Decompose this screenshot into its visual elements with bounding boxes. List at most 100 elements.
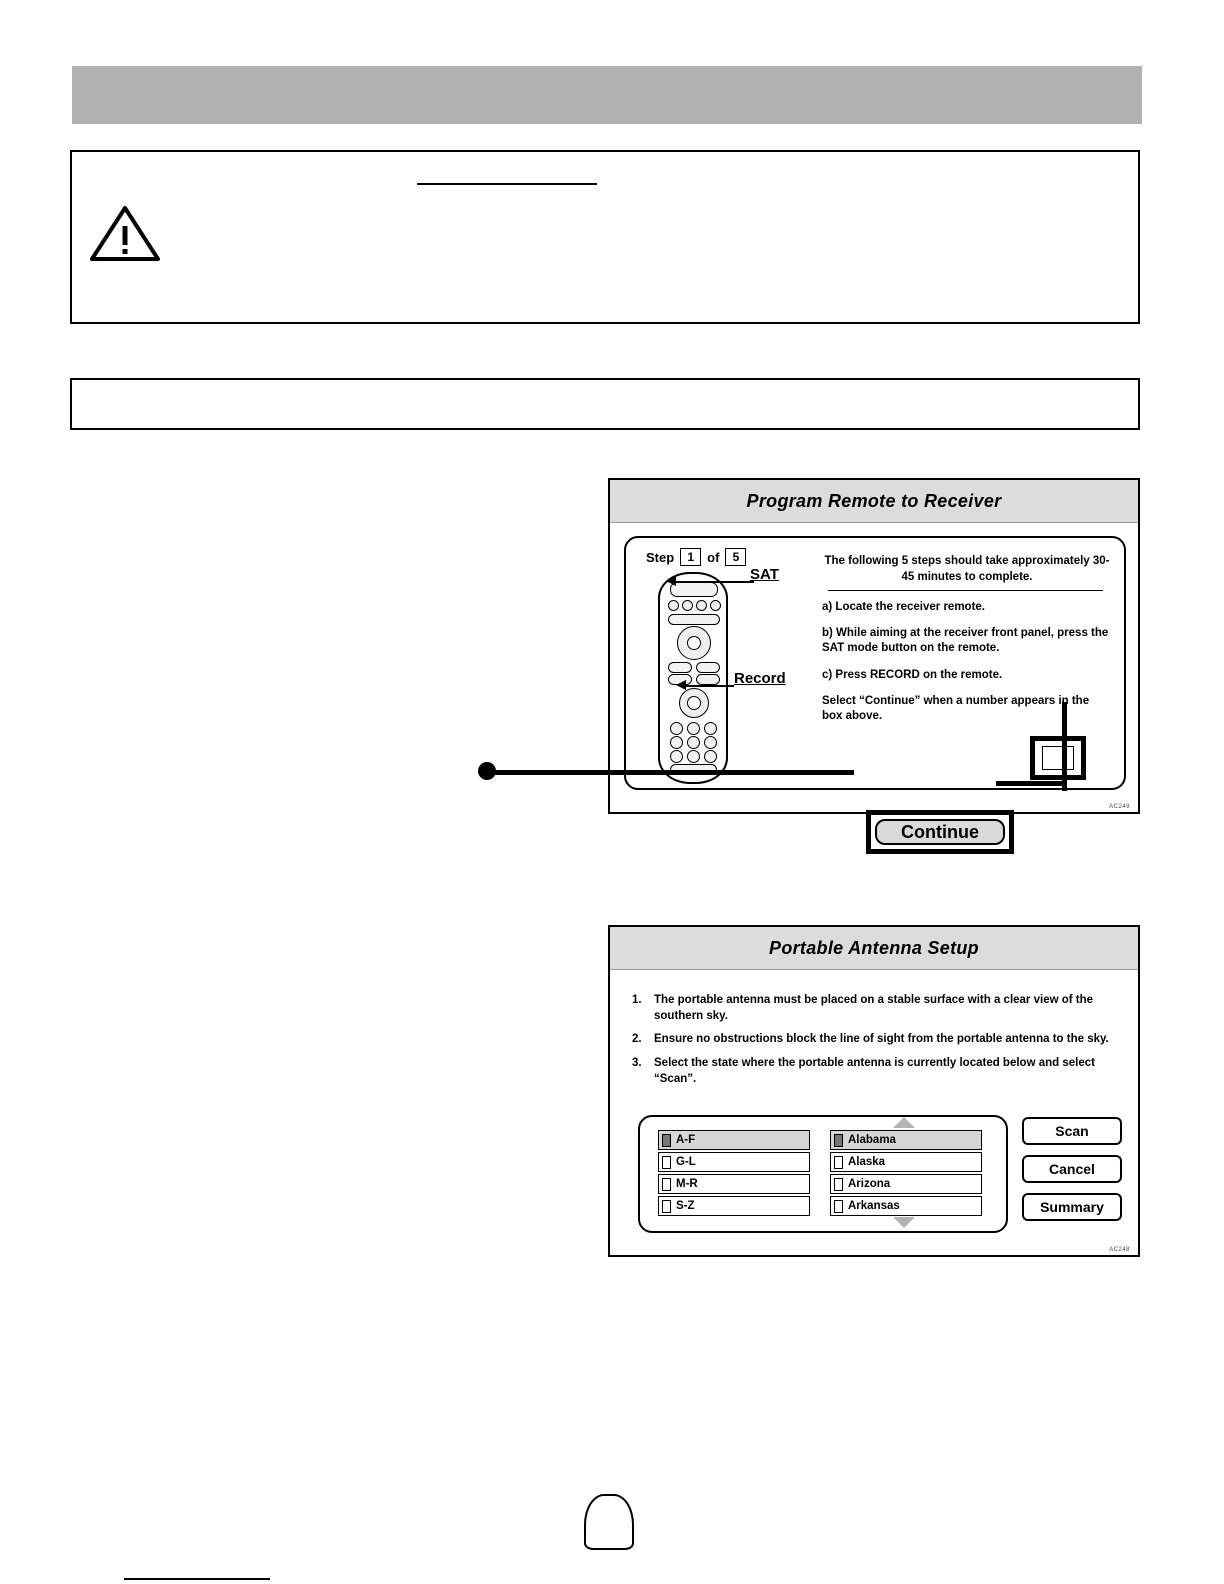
- program-remote-screen-body: Step 1 of 5: [624, 536, 1126, 854]
- triangle-down-icon[interactable]: [893, 1217, 915, 1228]
- list-item[interactable]: S-Z: [658, 1196, 810, 1216]
- summary-button[interactable]: Summary: [1022, 1193, 1122, 1221]
- list-item-label: S-Z: [676, 1200, 695, 1212]
- instruction-step-c: c) Press RECORD on the remote.: [822, 668, 1003, 681]
- step-label: Step: [646, 549, 675, 565]
- instruction-step-select: Select “Continue” when a number appears …: [822, 694, 1090, 722]
- list-item: 3. Select the state where the portable a…: [632, 1056, 1124, 1087]
- remote-keypad-button: [687, 722, 700, 735]
- list-item-number: 2.: [632, 1033, 642, 1046]
- list-item-label: Alabama: [848, 1134, 896, 1146]
- radio-icon: [662, 1133, 671, 1147]
- remote-keypad-button: [704, 736, 717, 749]
- remote-button: [710, 600, 721, 611]
- program-remote-instructions: The following 5 steps should take approx…: [822, 554, 1112, 735]
- list-item-label: Alaska: [848, 1156, 886, 1168]
- record-callout-line: [686, 685, 734, 687]
- list-item-label: A-F: [676, 1134, 696, 1146]
- remote-button: [682, 600, 693, 611]
- radio-icon: [834, 1199, 843, 1213]
- warning-triangle-icon: [90, 206, 160, 261]
- remote-dpad-center: [687, 636, 701, 650]
- list-item: 1. The portable antenna must be placed o…: [632, 993, 1124, 1024]
- state-selector-panel: A-F G-L M-R S-Z Alabama Alask: [638, 1115, 1008, 1233]
- record-callout-label: Record: [734, 670, 786, 687]
- list-item-label: Arizona: [848, 1178, 891, 1190]
- portable-antenna-screen-title: Portable Antenna Setup: [610, 927, 1138, 970]
- page-header-banner: [72, 66, 1142, 124]
- callout-lead-line: [494, 770, 854, 775]
- portable-antenna-screen: Portable Antenna Setup AC248 1. The port…: [608, 925, 1140, 1257]
- remote-control-illustration: [658, 572, 728, 784]
- remote-keypad-button: [670, 750, 683, 763]
- list-item-text: The portable antenna must be placed on a…: [654, 994, 1094, 1022]
- radio-icon: [662, 1199, 671, 1213]
- highlight-connector-vertical: [1062, 702, 1067, 791]
- instructions-divider: [828, 590, 1103, 592]
- program-remote-screen-code: AC249: [1109, 804, 1130, 810]
- list-item[interactable]: Alabama: [830, 1130, 982, 1150]
- list-item[interactable]: G-L: [658, 1152, 810, 1172]
- remote-keypad-button: [670, 736, 683, 749]
- remote-button: [696, 600, 707, 611]
- footer-page-shape: [584, 1494, 634, 1550]
- list-item-label: Arkansas: [848, 1200, 900, 1212]
- list-item-number: 1.: [632, 994, 642, 1006]
- list-item: 2. Ensure no obstructions block the line…: [632, 1032, 1124, 1048]
- triangle-up-icon[interactable]: [893, 1117, 915, 1128]
- radio-icon: [662, 1155, 671, 1169]
- sat-callout-label: SAT: [750, 566, 779, 583]
- continue-button-highlight: Continue: [866, 810, 1014, 854]
- continue-button[interactable]: Continue: [875, 819, 1005, 845]
- list-item[interactable]: Alaska: [830, 1152, 982, 1172]
- step-indicator: Step 1 of 5: [646, 548, 747, 566]
- remote-record-button: [687, 696, 701, 710]
- callout-bullet-dot: [478, 762, 496, 780]
- radio-icon: [662, 1177, 671, 1191]
- portable-antenna-instructions: 1. The portable antenna must be placed o…: [632, 993, 1124, 1095]
- list-item[interactable]: A-F: [658, 1130, 810, 1150]
- letter-range-list[interactable]: A-F G-L M-R S-Z: [658, 1130, 810, 1218]
- remote-code-number-box-highlight: [1030, 736, 1086, 780]
- remote-button: [668, 662, 692, 673]
- sat-callout-arrow: [666, 576, 676, 586]
- footer-rule: [124, 1578, 270, 1580]
- step-total-value: 5: [725, 548, 747, 566]
- list-item[interactable]: Arizona: [830, 1174, 982, 1194]
- list-item-label: M-R: [676, 1178, 698, 1190]
- cancel-button[interactable]: Cancel: [1022, 1155, 1122, 1183]
- remote-button: [668, 614, 720, 625]
- warning-heading-underline: [417, 183, 597, 185]
- step-current-value: 1: [680, 548, 702, 566]
- list-item-number: 3.: [632, 1056, 642, 1069]
- program-remote-screen: Program Remote to Receiver AC249 Step 1 …: [608, 478, 1140, 854]
- list-item-label: G-L: [676, 1156, 696, 1168]
- radio-icon: [834, 1133, 843, 1147]
- radio-icon: [834, 1155, 843, 1169]
- remote-keypad-button: [687, 736, 700, 749]
- state-list[interactable]: Alabama Alaska Arizona Arkansas: [830, 1130, 982, 1218]
- instruction-step-b: b) While aiming at the receiver front pa…: [822, 627, 1109, 655]
- remote-button: [668, 600, 679, 611]
- remote-button: [696, 674, 720, 685]
- note-box: [70, 378, 1140, 430]
- remote-keypad-button: [704, 722, 717, 735]
- record-callout-arrow: [676, 680, 686, 690]
- remote-code-number-box: [1042, 746, 1074, 770]
- warning-box: [70, 150, 1140, 324]
- portable-antenna-actions: Scan Cancel Summary: [1022, 1117, 1122, 1231]
- portable-antenna-screen-code: AC248: [1109, 1247, 1130, 1253]
- scan-button[interactable]: Scan: [1022, 1117, 1122, 1145]
- program-remote-screen-title: Program Remote to Receiver: [610, 480, 1138, 523]
- list-item-text: Select the state where the portable ante…: [654, 1056, 1095, 1085]
- instructions-intro: The following 5 steps should take approx…: [824, 555, 1110, 583]
- list-item-text: Ensure no obstructions block the line of…: [654, 1033, 1109, 1046]
- remote-keypad-button: [670, 722, 683, 735]
- remote-button: [696, 662, 720, 673]
- list-item[interactable]: Arkansas: [830, 1196, 982, 1216]
- remote-keypad-button: [704, 750, 717, 763]
- radio-icon: [834, 1177, 843, 1191]
- remote-keypad-button: [687, 750, 700, 763]
- list-item[interactable]: M-R: [658, 1174, 810, 1194]
- remote-top-bar: [670, 582, 718, 597]
